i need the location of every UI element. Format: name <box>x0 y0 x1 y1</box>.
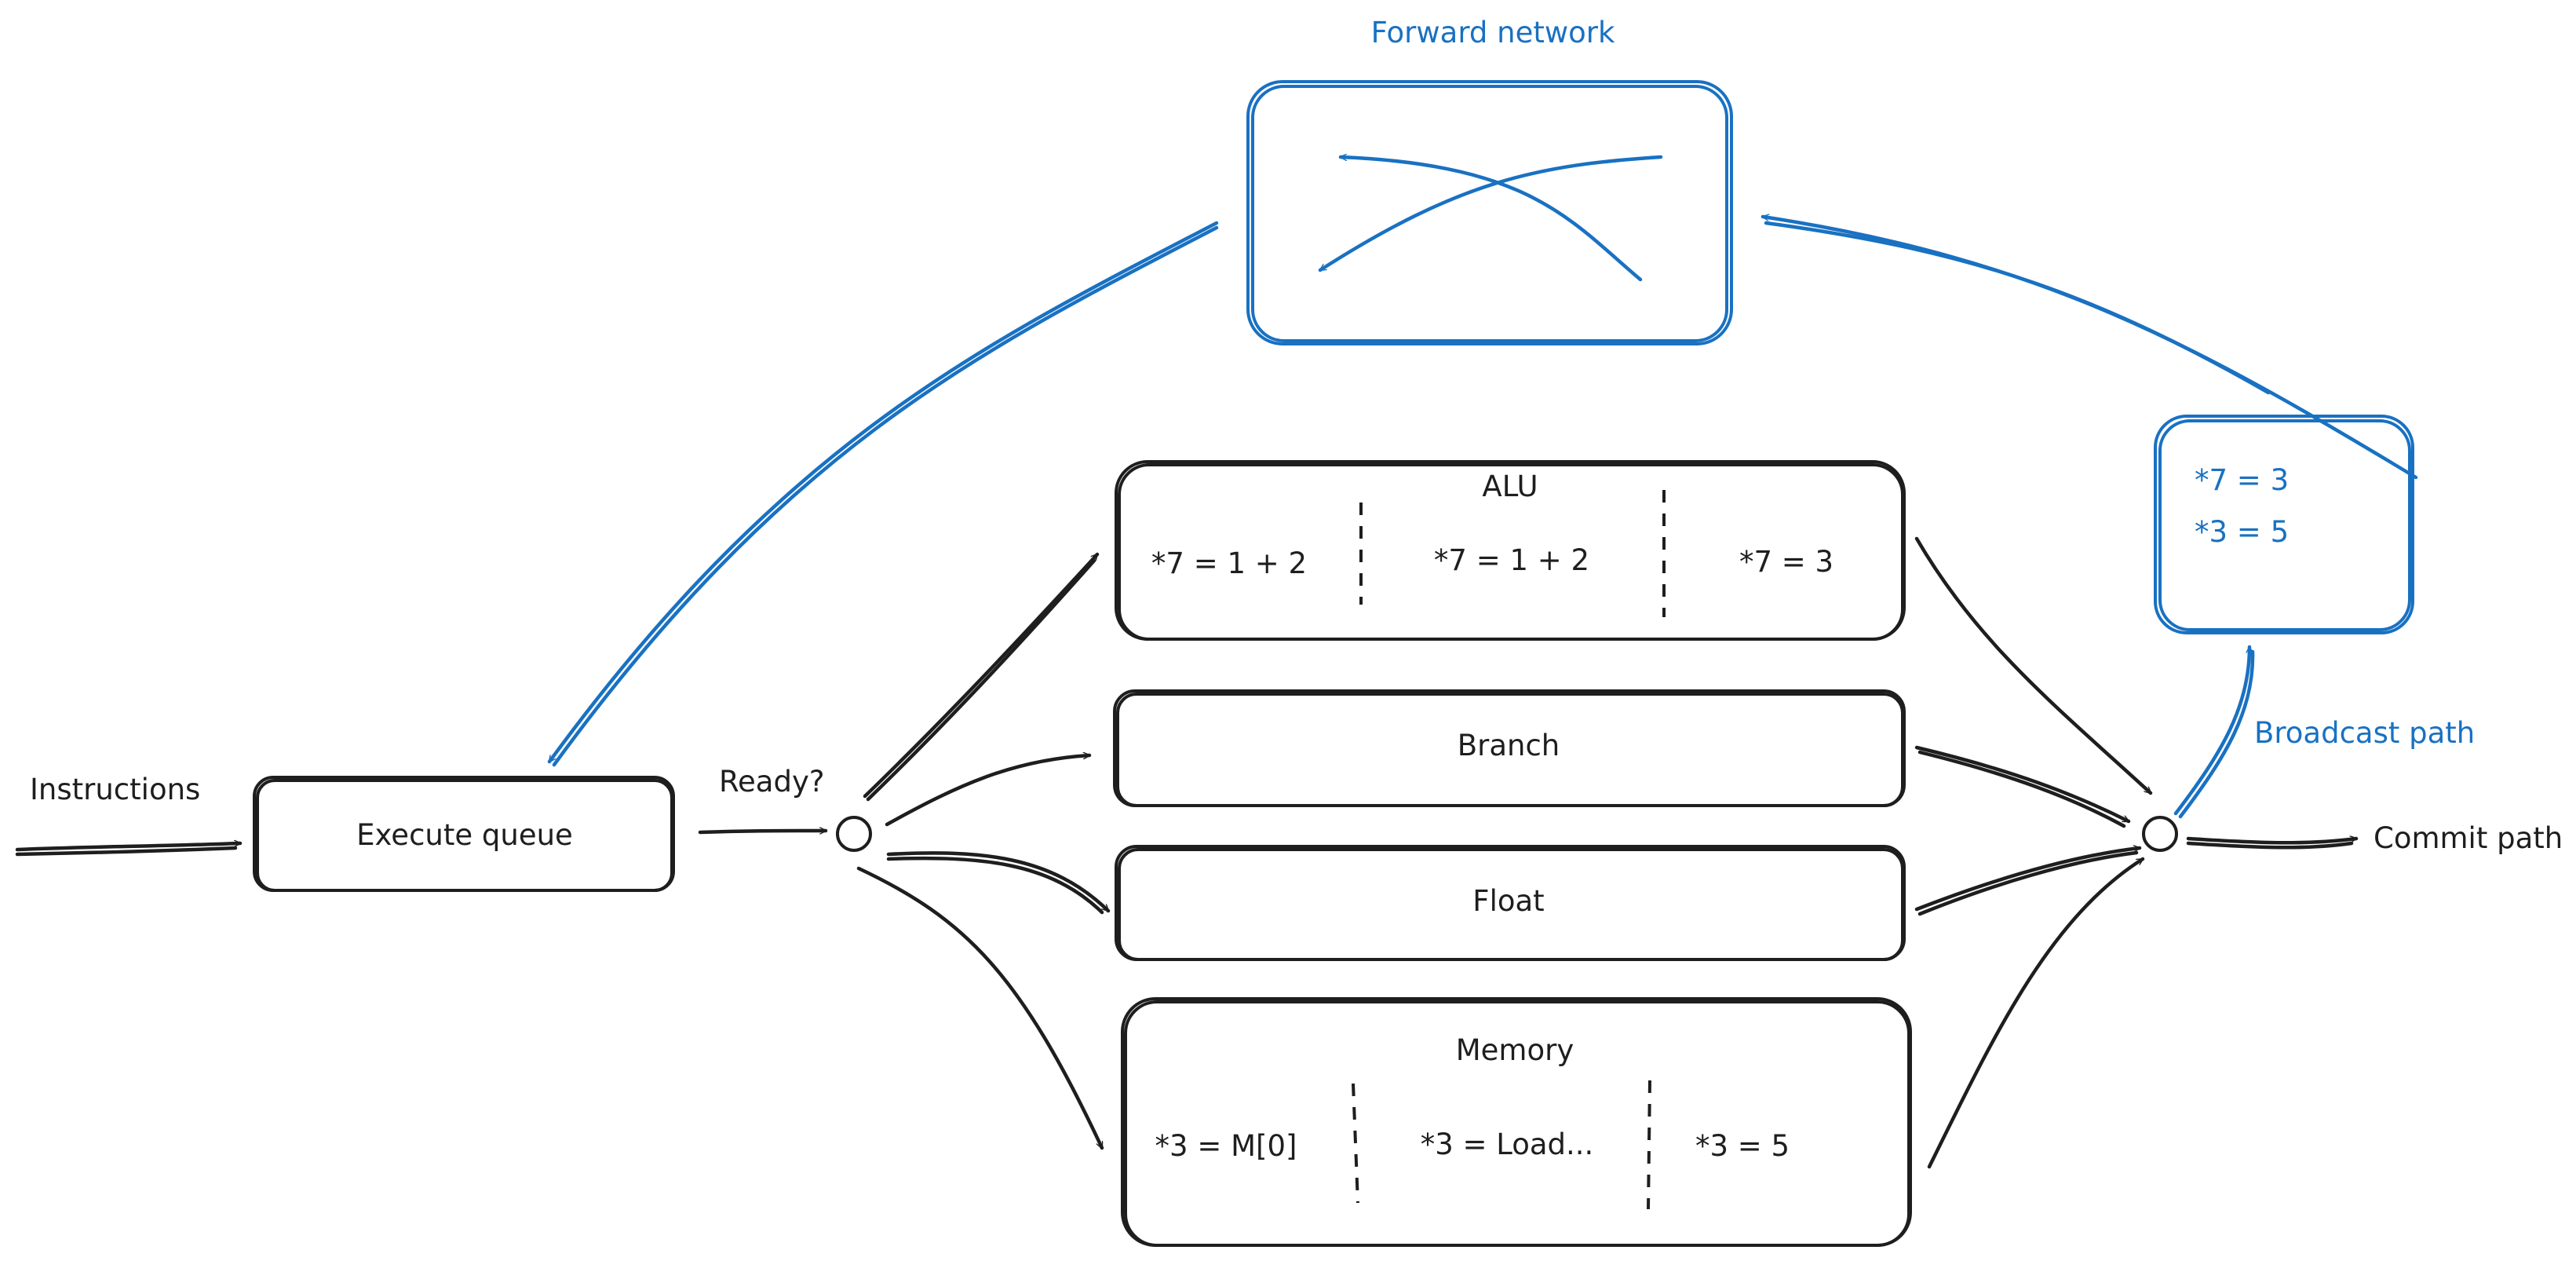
instructions-arrow <box>15 843 243 852</box>
forward-network-box <box>1246 80 1733 345</box>
ready-label: Ready? <box>719 765 825 799</box>
forward-value-1: *7 = 3 <box>2195 463 2289 497</box>
dispatch-to-alu-arrow <box>863 552 1100 799</box>
collect-node <box>2142 816 2178 852</box>
alu-stage-2: *7 = 1 + 2 <box>1434 543 1589 577</box>
commit-path-label: Commit path <box>2373 821 2563 855</box>
forward-to-queue-arrow <box>547 221 1219 764</box>
commit-path-arrow <box>2186 839 2359 845</box>
alu-stage-1: *7 = 1 + 2 <box>1151 546 1307 580</box>
forward-network-title: Forward network <box>1371 16 1615 49</box>
float-box <box>1115 845 1906 961</box>
execute-queue-box <box>253 776 675 892</box>
forward-value-2: *3 = 5 <box>2195 515 2289 549</box>
dispatch-node <box>836 816 872 852</box>
memory-box <box>1121 997 1912 1247</box>
float-label: Float <box>1472 884 1544 918</box>
dispatch-to-float-arrow <box>886 851 1111 913</box>
branch-box <box>1113 689 1906 807</box>
memory-to-collect-arrow <box>1927 857 2145 1169</box>
broadcast-to-network-arrow <box>1761 217 2418 480</box>
instructions-label: Instructions <box>30 773 200 806</box>
alu-box <box>1115 460 1906 641</box>
crossover-arrow-down-left <box>1318 155 1663 272</box>
broadcast-path-arrow <box>2173 645 2249 816</box>
dispatch-to-memory-arrow <box>856 866 1104 1150</box>
dispatch-to-branch-arrow <box>885 755 1092 827</box>
float-to-collect-arrow <box>1914 848 2142 912</box>
forward-values-box <box>2154 415 2414 634</box>
execute-queue-label: Execute queue <box>356 818 573 852</box>
alu-label: ALU <box>1482 470 1538 503</box>
alu-stage-3: *7 = 3 <box>1739 545 1833 579</box>
memory-stage-3: *3 = 5 <box>1695 1129 1790 1163</box>
memory-stage-2: *3 = Load... <box>1421 1128 1594 1161</box>
memory-label: Memory <box>1456 1033 1574 1067</box>
crossover-arrow-left <box>1338 157 1643 282</box>
alu-to-collect-arrow <box>1914 536 2153 795</box>
broadcast-path-label: Broadcast path <box>2254 716 2475 750</box>
memory-stage-1: *3 = M[0] <box>1155 1129 1297 1163</box>
branch-label: Branch <box>1458 729 1560 762</box>
queue-to-dispatch-arrow <box>698 831 828 832</box>
branch-to-collect-arrow <box>1914 745 2131 824</box>
